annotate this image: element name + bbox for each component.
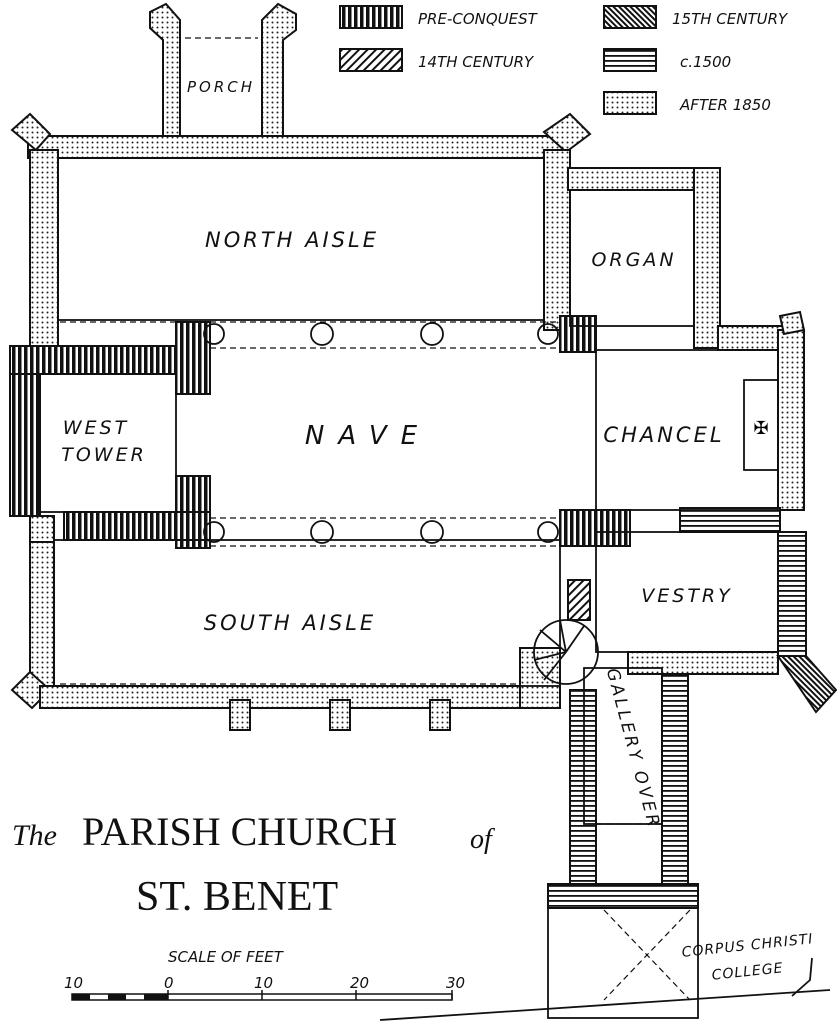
legend-swatch-after-1850 <box>603 91 657 115</box>
college-arrow-icon <box>791 957 813 997</box>
room-label-west-tower-2: TOWER <box>61 444 147 466</box>
title-the: The <box>12 819 57 852</box>
title-of: of <box>470 824 495 855</box>
scale-tick-20: 20 <box>350 974 369 992</box>
room-label-west-tower-1: WEST <box>63 417 129 439</box>
room-label-gallery-over: GALLERY OVER <box>602 666 664 831</box>
legend-swatch-pre-conquest <box>339 5 403 29</box>
altar <box>743 379 779 471</box>
label-college: COLLEGE <box>711 960 784 983</box>
room-label-chancel: CHANCEL <box>603 423 724 447</box>
room-label-porch: PORCH <box>187 78 255 96</box>
walls-after-1850 <box>10 2 806 731</box>
interior-lines: ✠ <box>39 37 831 1021</box>
title-line-1: PARISH CHURCH <box>82 809 397 854</box>
legend-swatch-15th-century <box>603 5 657 29</box>
legend-label-14th-century: 14TH CENTURY <box>418 53 535 71</box>
scale-bar: SCALE OF FEET 10 0 10 20 30 <box>64 948 465 1001</box>
room-label-south-aisle: SOUTH AISLE <box>204 611 376 635</box>
legend: PRE-CONQUEST 15TH CENTURY 14TH CENTURY c… <box>339 5 789 115</box>
scale-label: SCALE OF FEET <box>168 948 285 966</box>
label-corpus-christi: CORPUS CHRISTI <box>681 931 814 961</box>
legend-swatch-c1500 <box>603 48 657 72</box>
room-label-nave: NAVE <box>305 421 431 451</box>
scale-tick-30: 30 <box>446 974 465 992</box>
legend-label-after-1850: AFTER 1850 <box>679 96 771 114</box>
legend-label-15th-century: 15TH CENTURY <box>672 10 789 28</box>
scale-tick-10a: 10 <box>64 974 83 992</box>
legend-swatch-14th-century <box>339 48 403 72</box>
room-label-north-aisle: NORTH AISLE <box>205 228 379 252</box>
room-label-vestry: VESTRY <box>641 585 732 607</box>
scale-tick-10b: 10 <box>254 974 273 992</box>
scale-tick-0: 0 <box>164 974 174 992</box>
title-line-2: ST. BENET <box>136 874 338 920</box>
legend-label-c1500: c.1500 <box>680 53 731 71</box>
legend-label-pre-conquest: PRE-CONQUEST <box>418 10 539 28</box>
room-label-organ: ORGAN <box>591 249 676 271</box>
walls-later-medieval <box>547 507 837 909</box>
cross-icon: ✠ <box>753 418 768 439</box>
